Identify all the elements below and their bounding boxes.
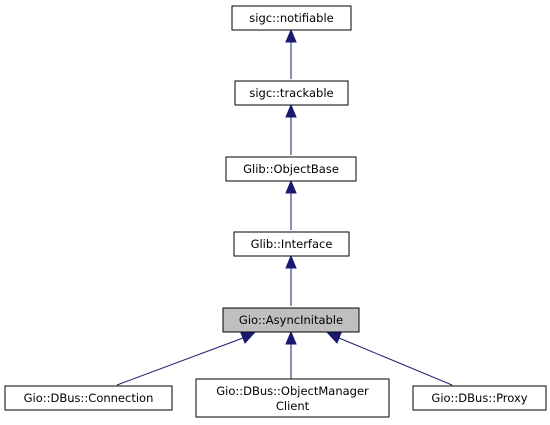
- node-box: [234, 80, 349, 106]
- class-node-asyncinitable[interactable]: Gio::AsyncInitable: [222, 307, 360, 333]
- class-label: Gio::DBus::Proxy: [431, 391, 527, 405]
- class-node-objectmanagerclient[interactable]: Gio::DBus::ObjectManager Client: [195, 378, 390, 418]
- class-node-objectbase[interactable]: Glib::ObjectBase: [225, 156, 357, 182]
- arrowhead-icon: [285, 330, 297, 345]
- class-label-line-2: Client: [276, 399, 310, 413]
- node-box-highlighted: [222, 307, 360, 333]
- node-box: [231, 5, 352, 31]
- edge-connection-to-asyncinitable: [116, 331, 257, 386]
- class-label: sigc::trackable: [249, 86, 333, 100]
- class-node-proxy[interactable]: Gio::DBus::Proxy: [412, 385, 547, 411]
- node-box: [195, 378, 390, 418]
- class-label-line-1: Gio::DBus::ObjectManager: [216, 384, 369, 398]
- class-label: Glib::ObjectBase: [243, 162, 339, 176]
- class-node-trackable[interactable]: sigc::trackable: [234, 80, 349, 106]
- arrowhead-icon: [285, 28, 297, 43]
- edge-objectbase-to-trackable: [285, 103, 297, 155]
- node-box: [4, 385, 173, 411]
- edge-interface-to-objectbase: [285, 179, 297, 230]
- edge-objectmanagerclient-to-asyncinitable: [285, 330, 297, 379]
- edge-trackable-to-notifiable: [285, 28, 297, 79]
- class-label: Glib::Interface: [251, 237, 333, 251]
- node-box: [412, 385, 547, 411]
- class-label: Gio::AsyncInitable: [239, 313, 343, 327]
- edge-proxy-to-asyncinitable: [325, 331, 453, 386]
- arrowhead-icon: [285, 254, 297, 269]
- arrowhead-icon: [285, 103, 297, 118]
- class-label: sigc::notifiable: [249, 11, 333, 25]
- edge-line: [338, 337, 453, 386]
- class-node-interface[interactable]: Glib::Interface: [233, 231, 350, 257]
- class-node-connection[interactable]: Gio::DBus::Connection: [4, 385, 173, 411]
- class-node-notifiable[interactable]: sigc::notifiable: [231, 5, 352, 31]
- node-box: [233, 231, 350, 257]
- arrowhead-icon: [240, 331, 257, 344]
- arrowhead-icon: [325, 331, 342, 344]
- edge-line: [116, 337, 244, 386]
- arrowhead-icon: [285, 179, 297, 194]
- class-label: Gio::DBus::Connection: [24, 391, 154, 405]
- node-box: [225, 156, 357, 182]
- edge-asyncinitable-to-interface: [285, 254, 297, 306]
